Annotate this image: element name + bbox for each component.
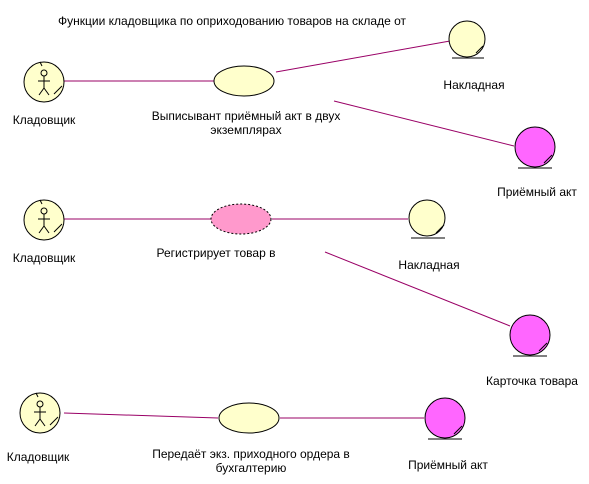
usecase-label: Выписывант приёмный акт в двух bbox=[151, 109, 341, 123]
association-line bbox=[324, 251, 511, 327]
actor-label: Кладовщик bbox=[12, 113, 76, 127]
actor-label: Кладовщик bbox=[6, 450, 70, 464]
usecase-ellipse-selected[interactable] bbox=[210, 203, 272, 235]
entity-icon[interactable] bbox=[514, 126, 556, 169]
usecase-label: бухгалтерию bbox=[215, 461, 287, 475]
entity-icon[interactable] bbox=[448, 20, 486, 59]
usecase-ellipse[interactable] bbox=[218, 402, 280, 434]
entity-label: Накладная bbox=[443, 78, 505, 92]
entity-icon[interactable] bbox=[424, 397, 466, 440]
usecase-label: экземплярах bbox=[210, 123, 282, 137]
actor-icon[interactable] bbox=[23, 199, 65, 241]
diagram-title: Функции кладовщика по оприходованию това… bbox=[58, 14, 407, 28]
entity-label: Приёмный акт bbox=[408, 458, 488, 472]
usecase-ellipse[interactable] bbox=[213, 65, 275, 97]
usecase-label: Передаёт экз. приходного ордера в bbox=[152, 447, 350, 461]
association-line bbox=[333, 100, 515, 147]
actor-icon[interactable] bbox=[19, 392, 61, 434]
entity-icon[interactable] bbox=[408, 199, 446, 239]
actor-icon[interactable] bbox=[23, 61, 65, 103]
entity-label: Карточка товара bbox=[486, 374, 578, 388]
usecase-label: Регистрирует товар в bbox=[156, 246, 276, 260]
entity-label: Накладная bbox=[398, 258, 460, 272]
association-line bbox=[63, 412, 219, 419]
entity-icon[interactable] bbox=[509, 314, 551, 357]
association-line bbox=[275, 40, 451, 73]
entity-label: Приёмный акт bbox=[497, 185, 577, 199]
actor-label: Кладовщик bbox=[12, 251, 76, 265]
